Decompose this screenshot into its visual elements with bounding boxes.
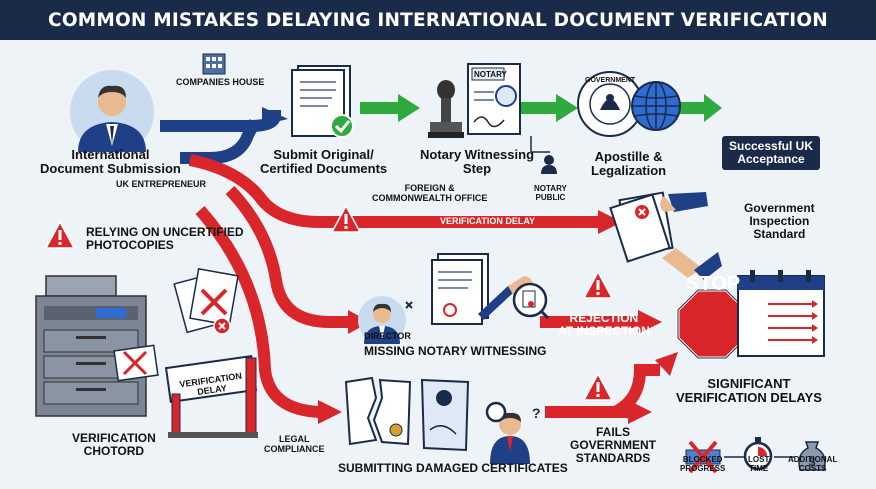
magnifier-inspection-icon: [512, 282, 550, 320]
notary-public-icon: [541, 155, 557, 174]
warning-icon-damaged: [582, 372, 614, 401]
director-avatar: [358, 296, 413, 344]
money-bag-icon: $: [798, 441, 826, 471]
gov-standard-label: Government Inspection Standard: [744, 201, 815, 242]
certified-documents-icon: [291, 65, 354, 138]
photocopies-warning-label: RELYING ON UNCERTIFIED PHOTOCOPIES: [86, 225, 244, 253]
companies-house-building-icon: [202, 53, 226, 75]
calendar-icon: [737, 270, 825, 357]
photocopier-icon: [35, 275, 147, 417]
success-box: Successful UK Acceptance: [722, 136, 820, 170]
verification-delay-arrow-label: VERIFICATION DELAY: [440, 216, 536, 226]
additional-costs-label: ADDITIONAL COSTS: [788, 455, 838, 473]
page-title: COMMON MISTAKES DELAYING INTERNATIONAL D…: [48, 9, 828, 31]
red-branch-paths: [188, 154, 660, 418]
damaged-certificates-label: SUBMITTING DAMAGED CERTIFICATES: [338, 461, 568, 475]
rejection-label: REJECTION AT INSPECTION: [558, 311, 650, 339]
notary-step-label: Notary Witnessing Step: [420, 147, 535, 177]
warning-icon-photocopies: [44, 220, 76, 249]
warning-icon-verification: [330, 204, 362, 233]
unsigned-document-icon: [431, 253, 533, 325]
fails-standards-label: FAILS GOVERNMENT STANDARDS: [570, 425, 657, 466]
diagram-graphics: ? $: [35, 53, 826, 474]
significant-delays-label: SIGNIFICANT VERIFICATION DELAYS: [676, 376, 822, 406]
verification-barrier-icon: [164, 355, 258, 438]
diagram-canvas: ? $ COMPANIES HOUSE International Docume…: [0, 40, 876, 489]
submission-label: International Document Submission: [40, 147, 181, 177]
notary-sign-label: NOTARY: [474, 70, 507, 79]
stop-sign-icon: [676, 288, 748, 360]
director-label: DIRECTOR: [364, 331, 411, 341]
notary-document-icon: [467, 63, 521, 135]
notary-stamp-icon: [428, 80, 464, 138]
blocked-progress-label: BLOCKED PROGRESS: [680, 455, 726, 473]
svg-text:?: ?: [532, 405, 541, 421]
blue-flow-path: [160, 107, 288, 164]
entrepreneur-label: UK ENTREPRENEUR: [116, 179, 207, 189]
header-banner: COMMON MISTAKES DELAYING INTERNATIONAL D…: [0, 0, 876, 40]
uncertified-photocopies-icon: [173, 268, 239, 335]
blocked-progress-icon: [685, 440, 721, 474]
foreign-office-label: FOREIGN & COMMONWEALTH OFFICE: [372, 183, 488, 203]
success-label: Successful UK Acceptance: [728, 138, 814, 166]
lost-time-label: LOST TIME: [748, 455, 770, 473]
printed-copy-icon: [113, 344, 159, 382]
notary-public-label: NOTARY PUBLIC: [534, 184, 567, 202]
stopwatch-icon: [743, 437, 773, 471]
rejected-document-hand-icon: [609, 191, 722, 280]
inspector-with-magnifier-icon: ?: [485, 401, 541, 464]
damaged-certificates-icon: [344, 376, 470, 452]
chotord-label: VERIFICATION CHOTORD: [72, 431, 156, 459]
legal-compliance-label: LEGAL COMPLIANCE: [264, 434, 325, 454]
companies-house-label: COMPANIES HOUSE: [176, 77, 265, 87]
government-seal-label: GOVERNMENT: [585, 77, 636, 84]
apostille-label: Apostille & Legalization: [591, 149, 667, 179]
missing-notary-label: MISSING NOTARY WITNESSING: [364, 344, 547, 358]
svg-text:$: $: [809, 455, 816, 469]
government-seal-icon: [577, 71, 643, 137]
globe-icon: [631, 81, 681, 131]
certified-docs-label: Submit Original/ Certified Documents: [260, 147, 388, 177]
stop-sign-label: STOP: [686, 273, 741, 295]
warning-icon-rejection: [582, 270, 614, 299]
entrepreneur-avatar: [70, 70, 154, 154]
